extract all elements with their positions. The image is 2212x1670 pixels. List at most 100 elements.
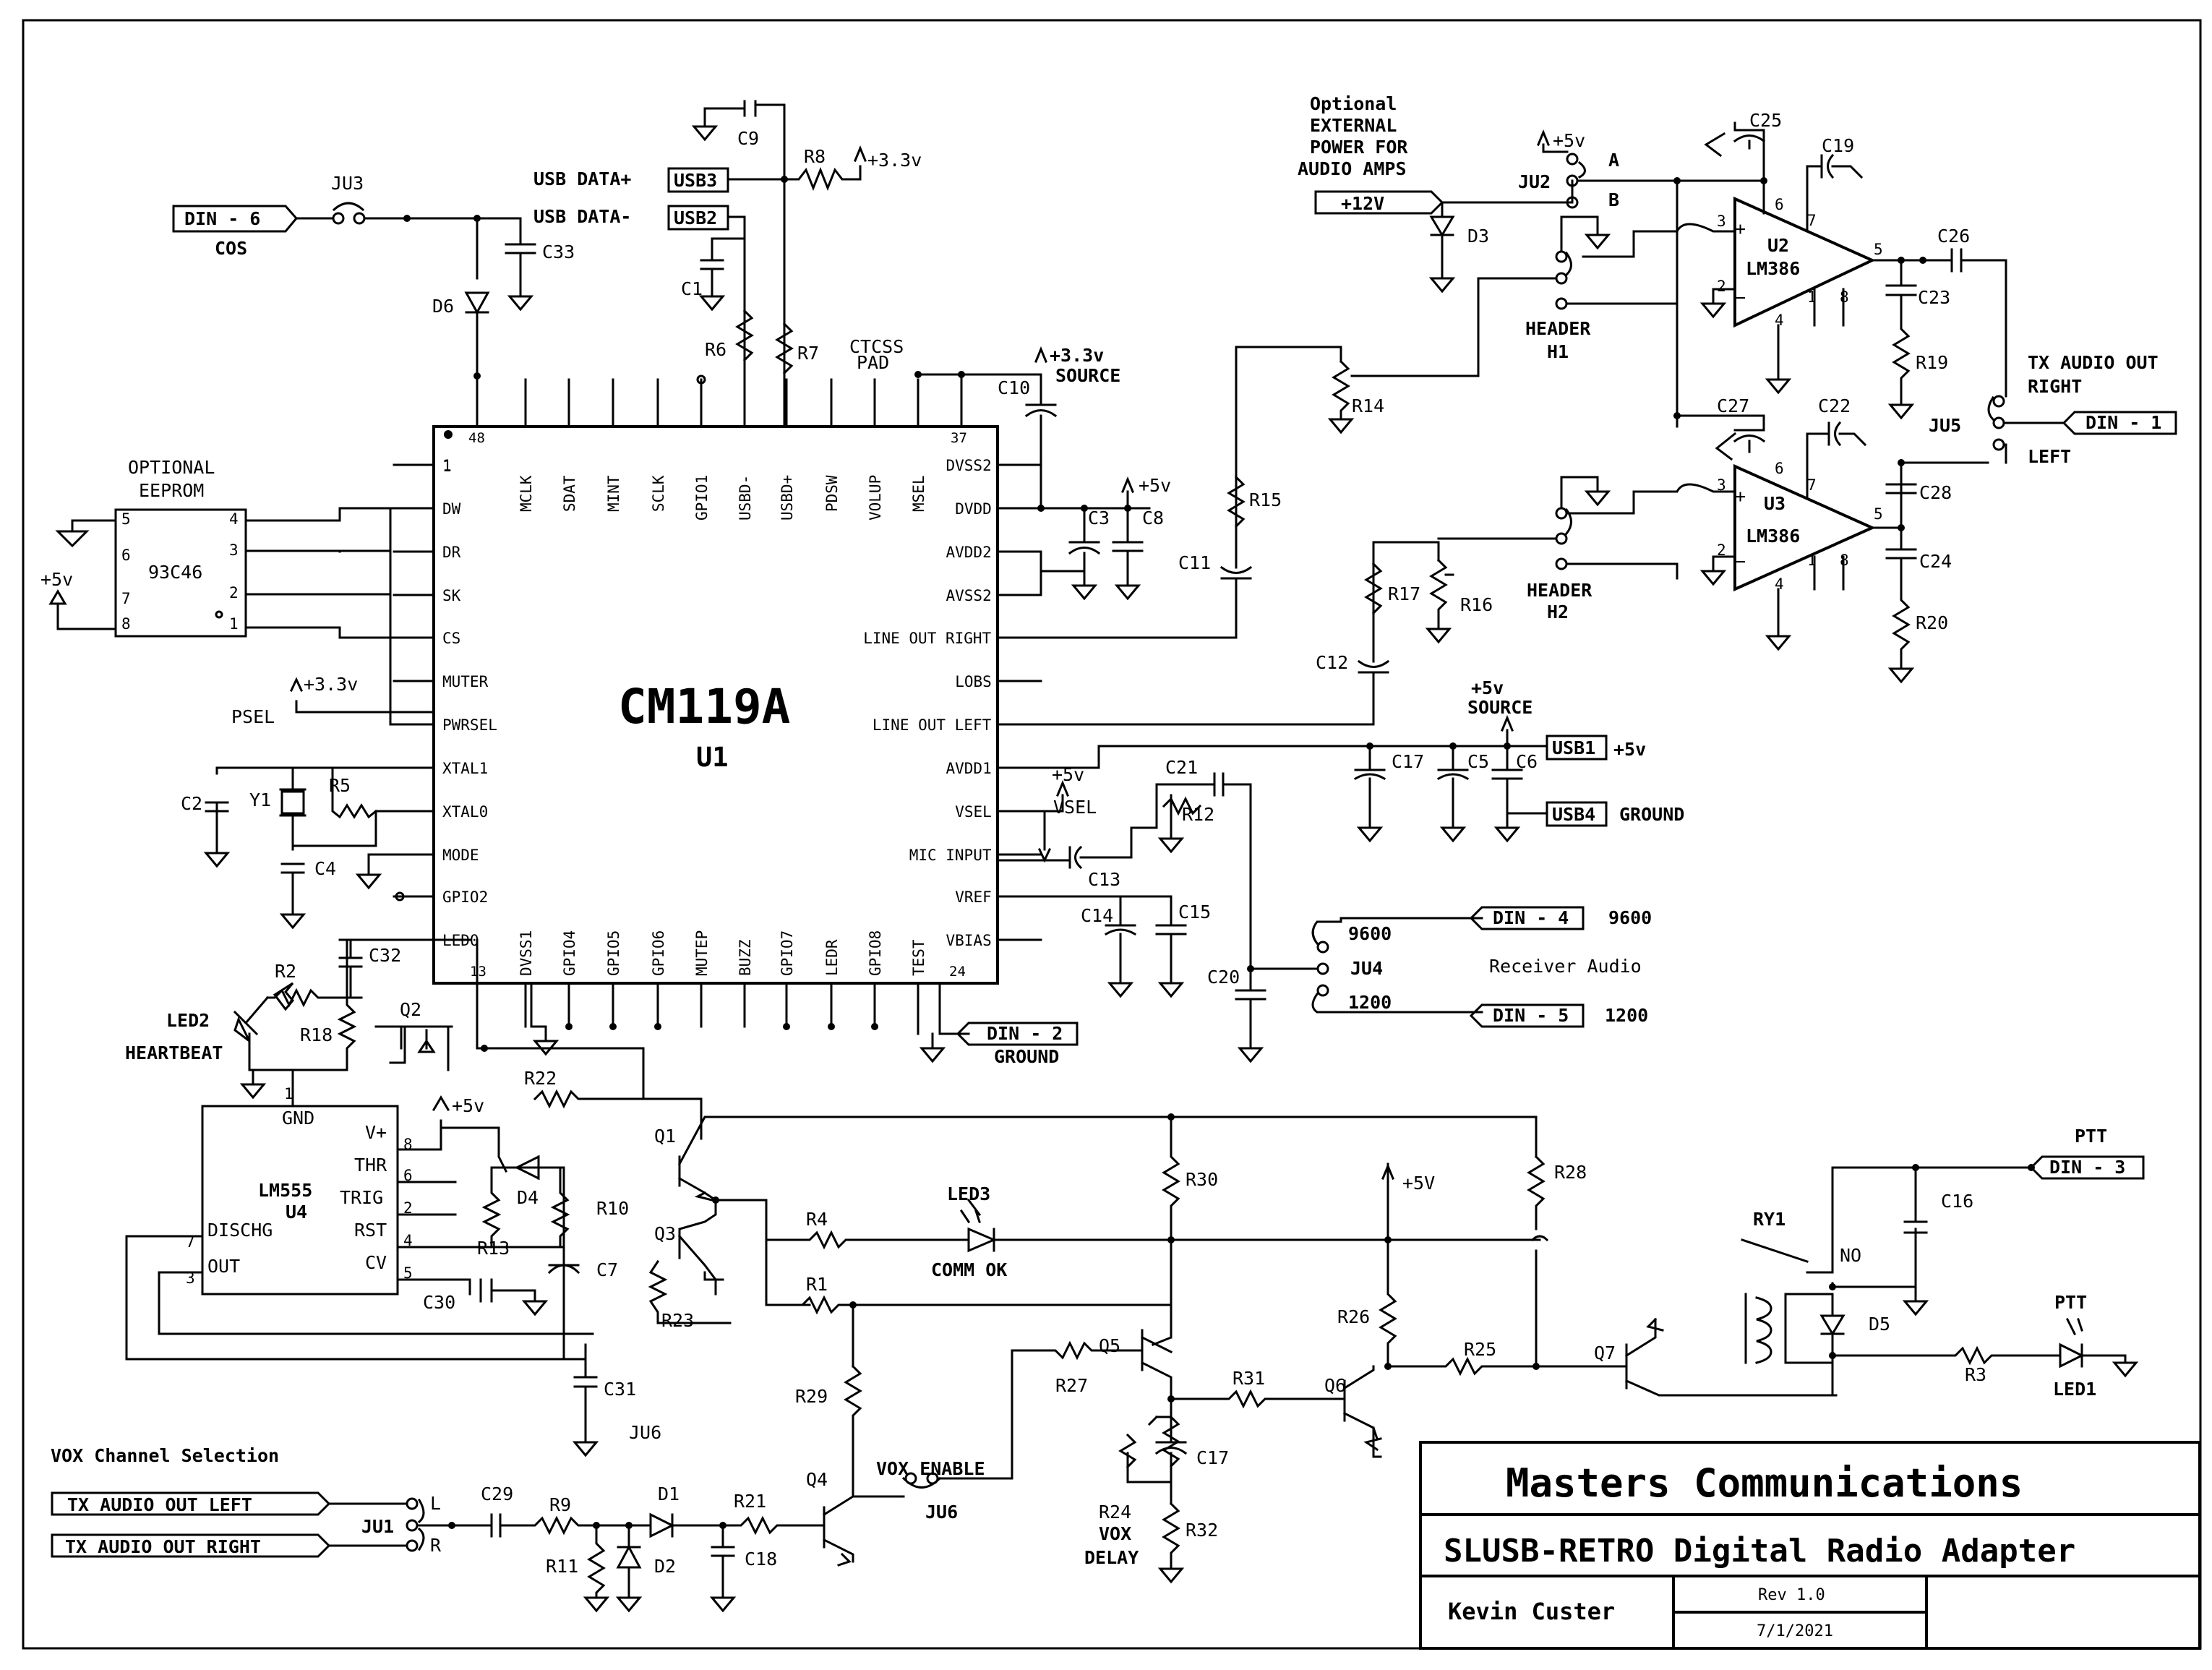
- q6-ref: Q6: [1324, 1375, 1346, 1396]
- u4-pin6: 6: [403, 1167, 413, 1184]
- r7-ref: R7: [797, 343, 819, 364]
- d5-ref: D5: [1869, 1314, 1890, 1335]
- u3-p7: 7: [1807, 476, 1817, 494]
- u1-left-pin-label: PWRSEL: [442, 716, 497, 734]
- din5-label: DIN - 5: [1493, 1005, 1569, 1026]
- c25-ref: C25: [1749, 110, 1782, 131]
- u1-right-pin-label: DVSS2: [946, 457, 992, 474]
- din6-connector: [172, 205, 298, 233]
- u1-right-pin-label: LINE OUT RIGHT: [863, 630, 991, 647]
- tb-date: 7/1/2021: [1757, 1622, 1833, 1640]
- q7-ref: Q7: [1594, 1343, 1616, 1363]
- led2-ref: LED2: [166, 1010, 210, 1031]
- r24-ref: R24: [1099, 1502, 1131, 1523]
- u2-p2: 2: [1717, 278, 1726, 295]
- r4-ref: R4: [806, 1209, 828, 1230]
- u1-top-pin-label: PDSW: [823, 475, 841, 512]
- r8-ref: R8: [804, 146, 826, 167]
- u2-p5: 5: [1874, 241, 1883, 258]
- tb-title: SLUSB-RETRO Digital Radio Adapter: [1444, 1533, 2075, 1570]
- r22-ref: R22: [524, 1068, 557, 1089]
- r6-ref: R6: [705, 339, 726, 360]
- ctcss-label2: PAD: [857, 352, 889, 373]
- u1-top-pin-label: VOLUP: [867, 475, 884, 521]
- c4-ref: C4: [314, 858, 336, 879]
- tx-right-connector: [51, 1533, 331, 1558]
- psel-label: PSEL: [231, 706, 275, 727]
- u1-right-pin-label: MIC INPUT: [909, 847, 992, 864]
- c3-ref: C3: [1088, 508, 1110, 528]
- u1-right-pin-label: AVDD2: [946, 544, 992, 561]
- audio-amps: Optional EXTERNAL POWER FOR AUDIO AMPS +…: [1298, 93, 2177, 684]
- c28-ref: C28: [1919, 482, 1952, 503]
- r9-ref: R9: [549, 1494, 571, 1515]
- u2-p3: 3: [1717, 213, 1726, 230]
- u1-ref: U1: [696, 742, 729, 773]
- r32-ref: R32: [1186, 1520, 1218, 1541]
- u2-p4: 4: [1775, 312, 1784, 329]
- din2-connector: [956, 1022, 1079, 1046]
- c22-ref: C22: [1818, 395, 1851, 416]
- tb-rev: Rev 1.0: [1758, 1586, 1825, 1604]
- c11-ref: C11: [1178, 552, 1211, 573]
- u4-thr: THR: [354, 1155, 387, 1176]
- c1-ref: C1: [681, 278, 703, 299]
- u1-right-pin-label: DVDD: [955, 500, 992, 518]
- u1-right-pin-label: AVSS2: [946, 587, 992, 604]
- ju5-ref: JU5: [1929, 415, 1961, 436]
- c13-ref: C13: [1088, 869, 1120, 890]
- usb1-connector: [1546, 735, 1608, 761]
- usb4-label: USB4: [1552, 804, 1595, 825]
- ry1-ref: RY1: [1753, 1209, 1786, 1230]
- usb4-connector: [1546, 801, 1608, 827]
- u2-plus: +: [1735, 218, 1746, 239]
- r12-ref: R12: [1182, 804, 1214, 825]
- plus5-r26: +5V: [1402, 1173, 1435, 1194]
- u1-bottom-pin-dot: [565, 1023, 573, 1030]
- u4-rst: RST: [354, 1220, 387, 1241]
- eeprom-pin5: 5: [121, 510, 131, 528]
- u1-right-pin-label: VREF: [955, 888, 992, 906]
- u1-left-pin-label: MODE: [442, 847, 479, 864]
- u1-left-pins: 1DWDRSKCSMUTERPWRSELXTAL1XTAL0MODEGPIO2L…: [393, 457, 497, 949]
- r17-ref: R17: [1388, 583, 1420, 604]
- vsel-label: VSEL: [1053, 797, 1097, 818]
- u1-bottom-wiring: DIN - 2 GROUND: [418, 938, 1079, 1140]
- u1-left-pin-label: 1: [442, 457, 452, 474]
- tb-company: Masters Communications: [1506, 1460, 2023, 1506]
- eeprom-pin4: 4: [229, 510, 239, 528]
- d6-ref: D6: [432, 296, 454, 317]
- led1-ref: LED1: [2053, 1379, 2096, 1400]
- pin-48: 48: [468, 430, 485, 446]
- c27-ref: C27: [1717, 395, 1749, 416]
- r11-ref: R11: [546, 1556, 578, 1577]
- source2-label: SOURCE: [1467, 697, 1532, 718]
- pin-24: 24: [949, 964, 966, 980]
- title-block: Masters Communications SLUSB-RETRO Digit…: [1419, 1441, 2201, 1650]
- ju6-ref-b: JU6: [925, 1502, 958, 1523]
- delay-label: DELAY: [1084, 1547, 1139, 1568]
- din1-label: DIN - 1: [2085, 412, 2161, 433]
- u4-out: OUT: [207, 1256, 240, 1277]
- u1-bottom-pin-label: LEDR: [823, 939, 841, 976]
- ctcss-label1: CTCSS: [849, 336, 904, 357]
- source-label: SOURCE: [1055, 365, 1120, 386]
- relay-no: NO: [1840, 1245, 1861, 1266]
- u1-left-pin-label: SK: [442, 587, 461, 604]
- din4-label: DIN - 4: [1493, 907, 1569, 928]
- plus33-pwr: +3.3v: [304, 674, 358, 695]
- u1-bottom-pin-label: GPIO5: [605, 930, 622, 976]
- h1-label1: HEADER: [1525, 318, 1591, 339]
- u4-trig: TRIG: [340, 1187, 383, 1208]
- plus33-r8: +3.3v: [867, 150, 922, 171]
- u1-top-pin-label: USBD-: [737, 475, 754, 521]
- led3-comm-ok: COMM OK: [931, 1259, 1007, 1280]
- u3-ref: U3: [1764, 493, 1786, 514]
- r19-ref: R19: [1916, 352, 1948, 373]
- c23-ref: C23: [1918, 287, 1950, 308]
- c32-ref: C32: [369, 945, 401, 966]
- u2-p6: 6: [1775, 196, 1784, 213]
